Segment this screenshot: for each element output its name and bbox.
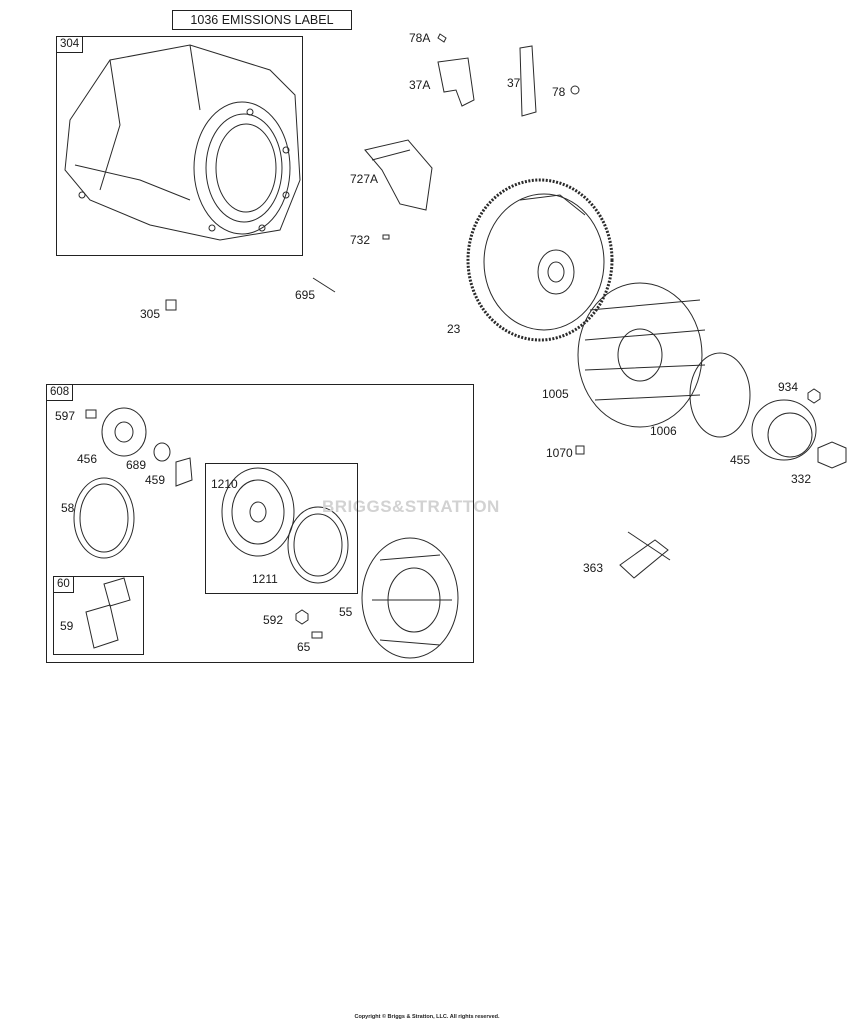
callout-65: 65 bbox=[297, 640, 311, 654]
copyright-footer: Copyright © Briggs & Stratton, LLC. All … bbox=[354, 1014, 500, 1020]
watermark: BRIGGS&STRATTON bbox=[322, 497, 500, 516]
callout-1070: 1070 bbox=[546, 446, 573, 460]
handle-assembly-frame: 60 bbox=[53, 576, 144, 655]
callout-1005: 1005 bbox=[542, 387, 569, 401]
flywheel-drawing bbox=[466, 178, 614, 342]
callout-23: 23 bbox=[447, 322, 461, 336]
callout-59: 59 bbox=[60, 619, 74, 633]
callout-695: 695 bbox=[295, 288, 316, 302]
callout-78a: 78A bbox=[409, 31, 431, 45]
callout-305: 305 bbox=[140, 307, 161, 321]
callout-37a: 37A bbox=[409, 78, 431, 92]
callout-592: 592 bbox=[263, 613, 284, 627]
callout-58: 58 bbox=[61, 501, 75, 515]
callout-727a: 727A bbox=[350, 172, 379, 186]
callout-363: 363 bbox=[583, 561, 604, 575]
callout-55: 55 bbox=[339, 605, 353, 619]
callout-37: 37 bbox=[507, 76, 521, 90]
bracket-37a-drawing bbox=[437, 57, 475, 107]
housing-frame-label: 304 bbox=[57, 37, 84, 53]
blower-housing-drawing bbox=[64, 44, 301, 241]
starter-frame-label: 608 bbox=[47, 385, 74, 401]
callout-332: 332 bbox=[791, 472, 812, 486]
emissions-label-box: 1036 EMISSIONS LABEL bbox=[172, 10, 352, 30]
housing-frame: 304 bbox=[56, 36, 303, 256]
callout-1211: 1211 bbox=[252, 572, 278, 586]
callout-934: 934 bbox=[778, 380, 799, 394]
callout-732: 732 bbox=[350, 233, 371, 247]
callout-1210: 1210 bbox=[211, 477, 238, 491]
pulley-assembly-frame bbox=[205, 463, 358, 594]
callout-689: 689 bbox=[126, 458, 147, 472]
callout-78: 78 bbox=[552, 85, 566, 99]
callout-1006: 1006 bbox=[650, 424, 677, 438]
callout-459: 459 bbox=[145, 473, 166, 487]
fan-drawing bbox=[577, 282, 706, 428]
bracket-37-drawing bbox=[519, 45, 537, 117]
starter-frame: 608 bbox=[46, 384, 474, 663]
callout-597: 597 bbox=[55, 409, 76, 423]
handle-assembly-label: 60 bbox=[54, 577, 74, 593]
callout-456: 456 bbox=[77, 452, 98, 466]
callout-455: 455 bbox=[730, 453, 751, 467]
